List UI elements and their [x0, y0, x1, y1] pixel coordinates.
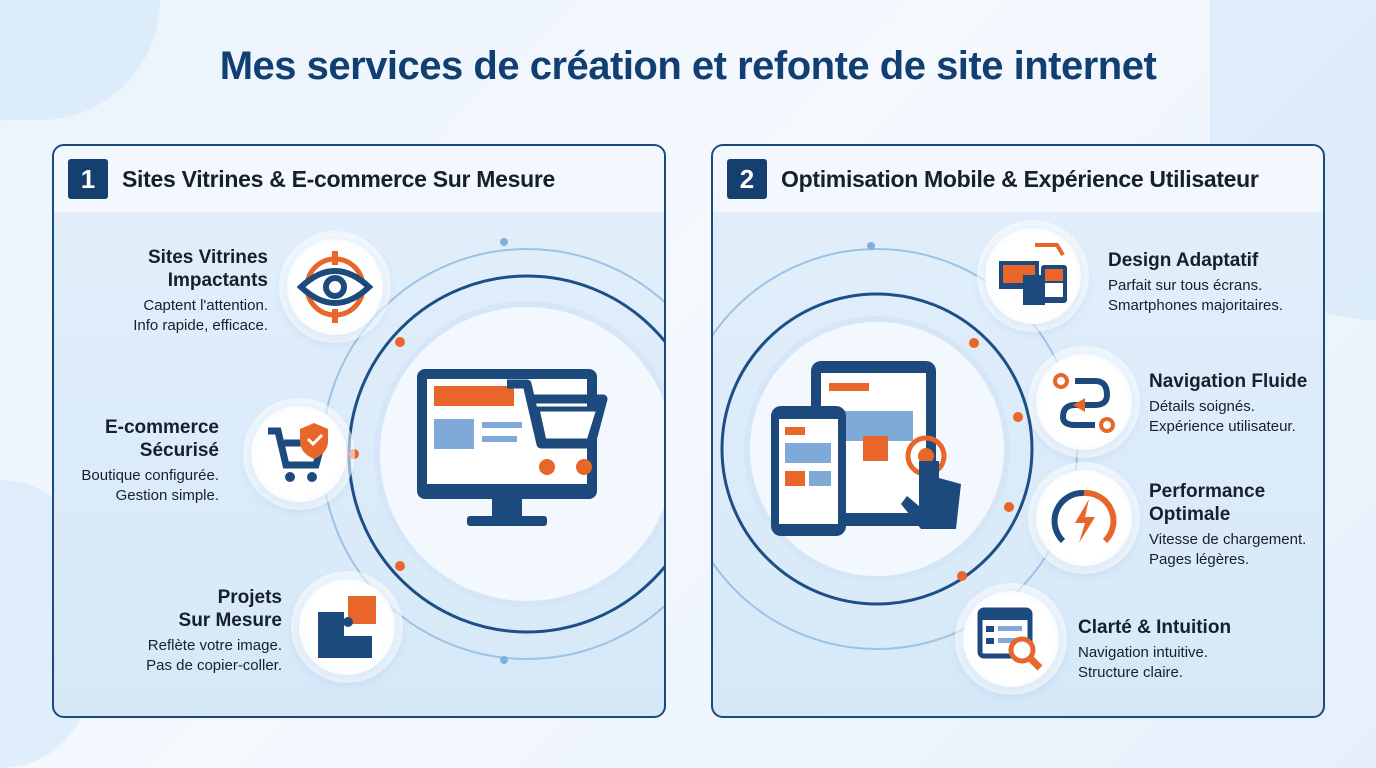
- feature-desc: Navigation intuitive.: [1078, 644, 1209, 661]
- feature-desc: Gestion simple.: [115, 487, 219, 504]
- flow-arrows-icon: [1036, 354, 1132, 450]
- panel-optimisation-mobile-ux: 2 Optimisation Mobile & Expérience Utili…: [711, 144, 1325, 718]
- feature-title: Optimale: [1149, 504, 1231, 525]
- feature-title: Navigation Fluide: [1149, 371, 1308, 392]
- phone-tablet-touch-icon: [771, 361, 971, 546]
- feature-title: Sécurisé: [139, 440, 219, 461]
- panel-heading: Sites Vitrines & E-commerce Sur Mesure: [122, 165, 556, 192]
- feature-title: Projets: [217, 587, 282, 608]
- feature-desc: Détails soignés.: [1149, 398, 1255, 415]
- feature-desc: Structure claire.: [1078, 664, 1184, 681]
- feature-navigation-fluide: Navigation Fluide Détails soignés. Expéri…: [1149, 370, 1307, 437]
- feature-desc: Info rapide, efficace.: [133, 317, 268, 334]
- feature-title: Impactants: [167, 270, 268, 291]
- feature-desc: Reflète votre image.: [147, 637, 282, 654]
- feature-desc: Vitesse de chargement.: [1149, 531, 1307, 548]
- speedometer-bolt-icon: [1036, 470, 1132, 566]
- feature-desc: Pages légères.: [1149, 551, 1250, 568]
- feature-title: Clarté & Intuition: [1078, 617, 1232, 638]
- puzzle-icon: [299, 579, 395, 675]
- feature-title: E-commerce: [104, 417, 219, 438]
- feature-desc: Smartphones majoritaires.: [1108, 297, 1284, 314]
- monitor-cart-icon: [412, 364, 612, 549]
- feature-title: Sur Mesure: [178, 610, 282, 631]
- feature-clarte-intuition: Clarté & Intuition Navigation intuitive.…: [1078, 616, 1231, 683]
- eye-target-icon: [287, 239, 383, 335]
- panel-header: 1 Sites Vitrines & E-commerce Sur Mesure: [54, 146, 664, 212]
- cart-shield-icon: [251, 406, 347, 502]
- responsive-devices-icon: [985, 228, 1081, 324]
- window-search-icon: [963, 591, 1059, 687]
- page-title: Mes services de création et refonte de s…: [219, 44, 1157, 88]
- feature-desc: Captent l'attention.: [143, 297, 268, 314]
- panel-heading: Optimisation Mobile & Expérience Utilisa…: [781, 165, 1259, 192]
- feature-desc: Parfait sur tous écrans.: [1108, 277, 1263, 294]
- panel-header: 2 Optimisation Mobile & Expérience Utili…: [713, 146, 1323, 212]
- panel-number-badge: 1: [68, 159, 108, 199]
- panel-sites-vitrines-ecommerce: 1 Sites Vitrines & E-commerce Sur Mesure…: [52, 144, 666, 718]
- feature-title: Design Adaptatif: [1108, 250, 1259, 271]
- panel-number-badge: 2: [727, 159, 767, 199]
- feature-title: Performance: [1149, 481, 1266, 502]
- feature-desc: Expérience utilisateur.: [1149, 418, 1296, 435]
- feature-desc: Pas de copier-coller.: [146, 657, 282, 674]
- feature-desc: Boutique configurée.: [81, 467, 219, 484]
- feature-title: Sites Vitrines: [147, 247, 268, 268]
- feature-design-adaptatif: Design Adaptatif Parfait sur tous écrans…: [1108, 249, 1283, 316]
